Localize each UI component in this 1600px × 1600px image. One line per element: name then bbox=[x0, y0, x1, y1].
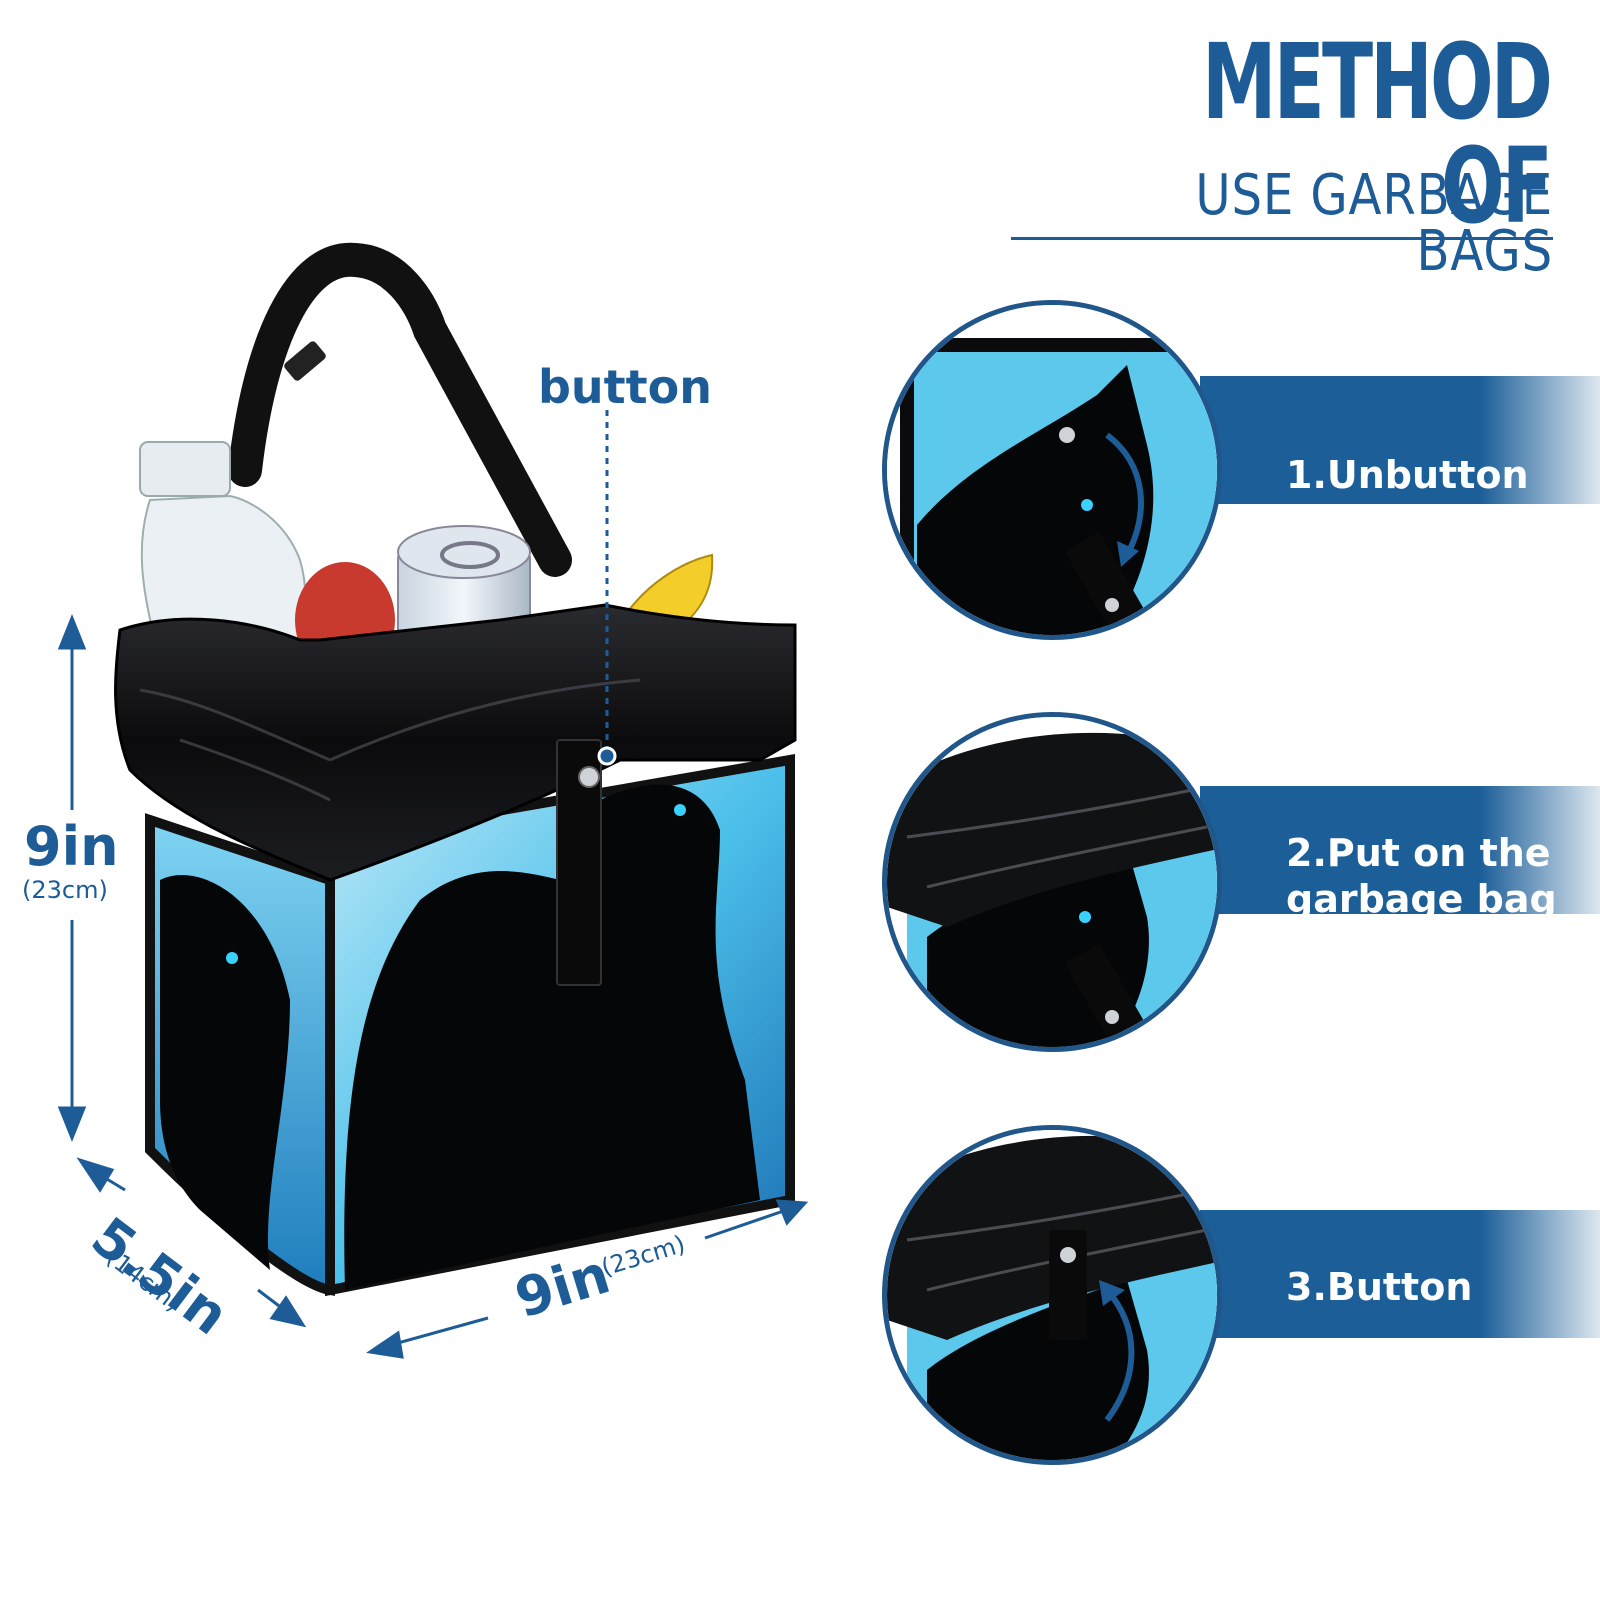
cat-print-front bbox=[344, 784, 760, 1290]
step-2-image bbox=[882, 712, 1222, 1052]
step-1-band bbox=[1200, 376, 1600, 504]
step-2-label-line1: 2.Put on the bbox=[1286, 831, 1551, 875]
strap bbox=[228, 242, 572, 577]
height-dimension-arrow bbox=[57, 613, 87, 1143]
garbage-bag-rim bbox=[114, 603, 797, 882]
button-label: button bbox=[538, 360, 713, 414]
button-callout-dot bbox=[597, 746, 617, 766]
step-3-label: 3.Button bbox=[1286, 1265, 1473, 1309]
width-dimension-arrow bbox=[366, 1199, 809, 1359]
depth-dimension-arrow bbox=[76, 1157, 307, 1328]
step-2-label-line2: garbage bag bbox=[1286, 877, 1557, 921]
page-title: METHOD OF bbox=[1202, 21, 1553, 247]
title-underline bbox=[1011, 237, 1553, 240]
step-3-image bbox=[882, 1125, 1222, 1465]
snap-button bbox=[578, 766, 600, 788]
strap-buckle bbox=[284, 341, 326, 381]
step-2-band bbox=[1200, 786, 1600, 914]
cat-print-side bbox=[160, 875, 290, 1270]
closure-strap bbox=[556, 739, 602, 986]
height-cm-label: (23cm) bbox=[22, 876, 108, 904]
step-1-label: 1.Unbutton bbox=[1286, 453, 1529, 497]
page-subtitle: USE GARBAGE BAGS bbox=[1195, 163, 1553, 284]
step-1-image bbox=[882, 300, 1222, 640]
product-illustration bbox=[57, 242, 809, 1359]
step-3-band bbox=[1200, 1210, 1600, 1338]
height-label: 9in bbox=[24, 815, 119, 878]
